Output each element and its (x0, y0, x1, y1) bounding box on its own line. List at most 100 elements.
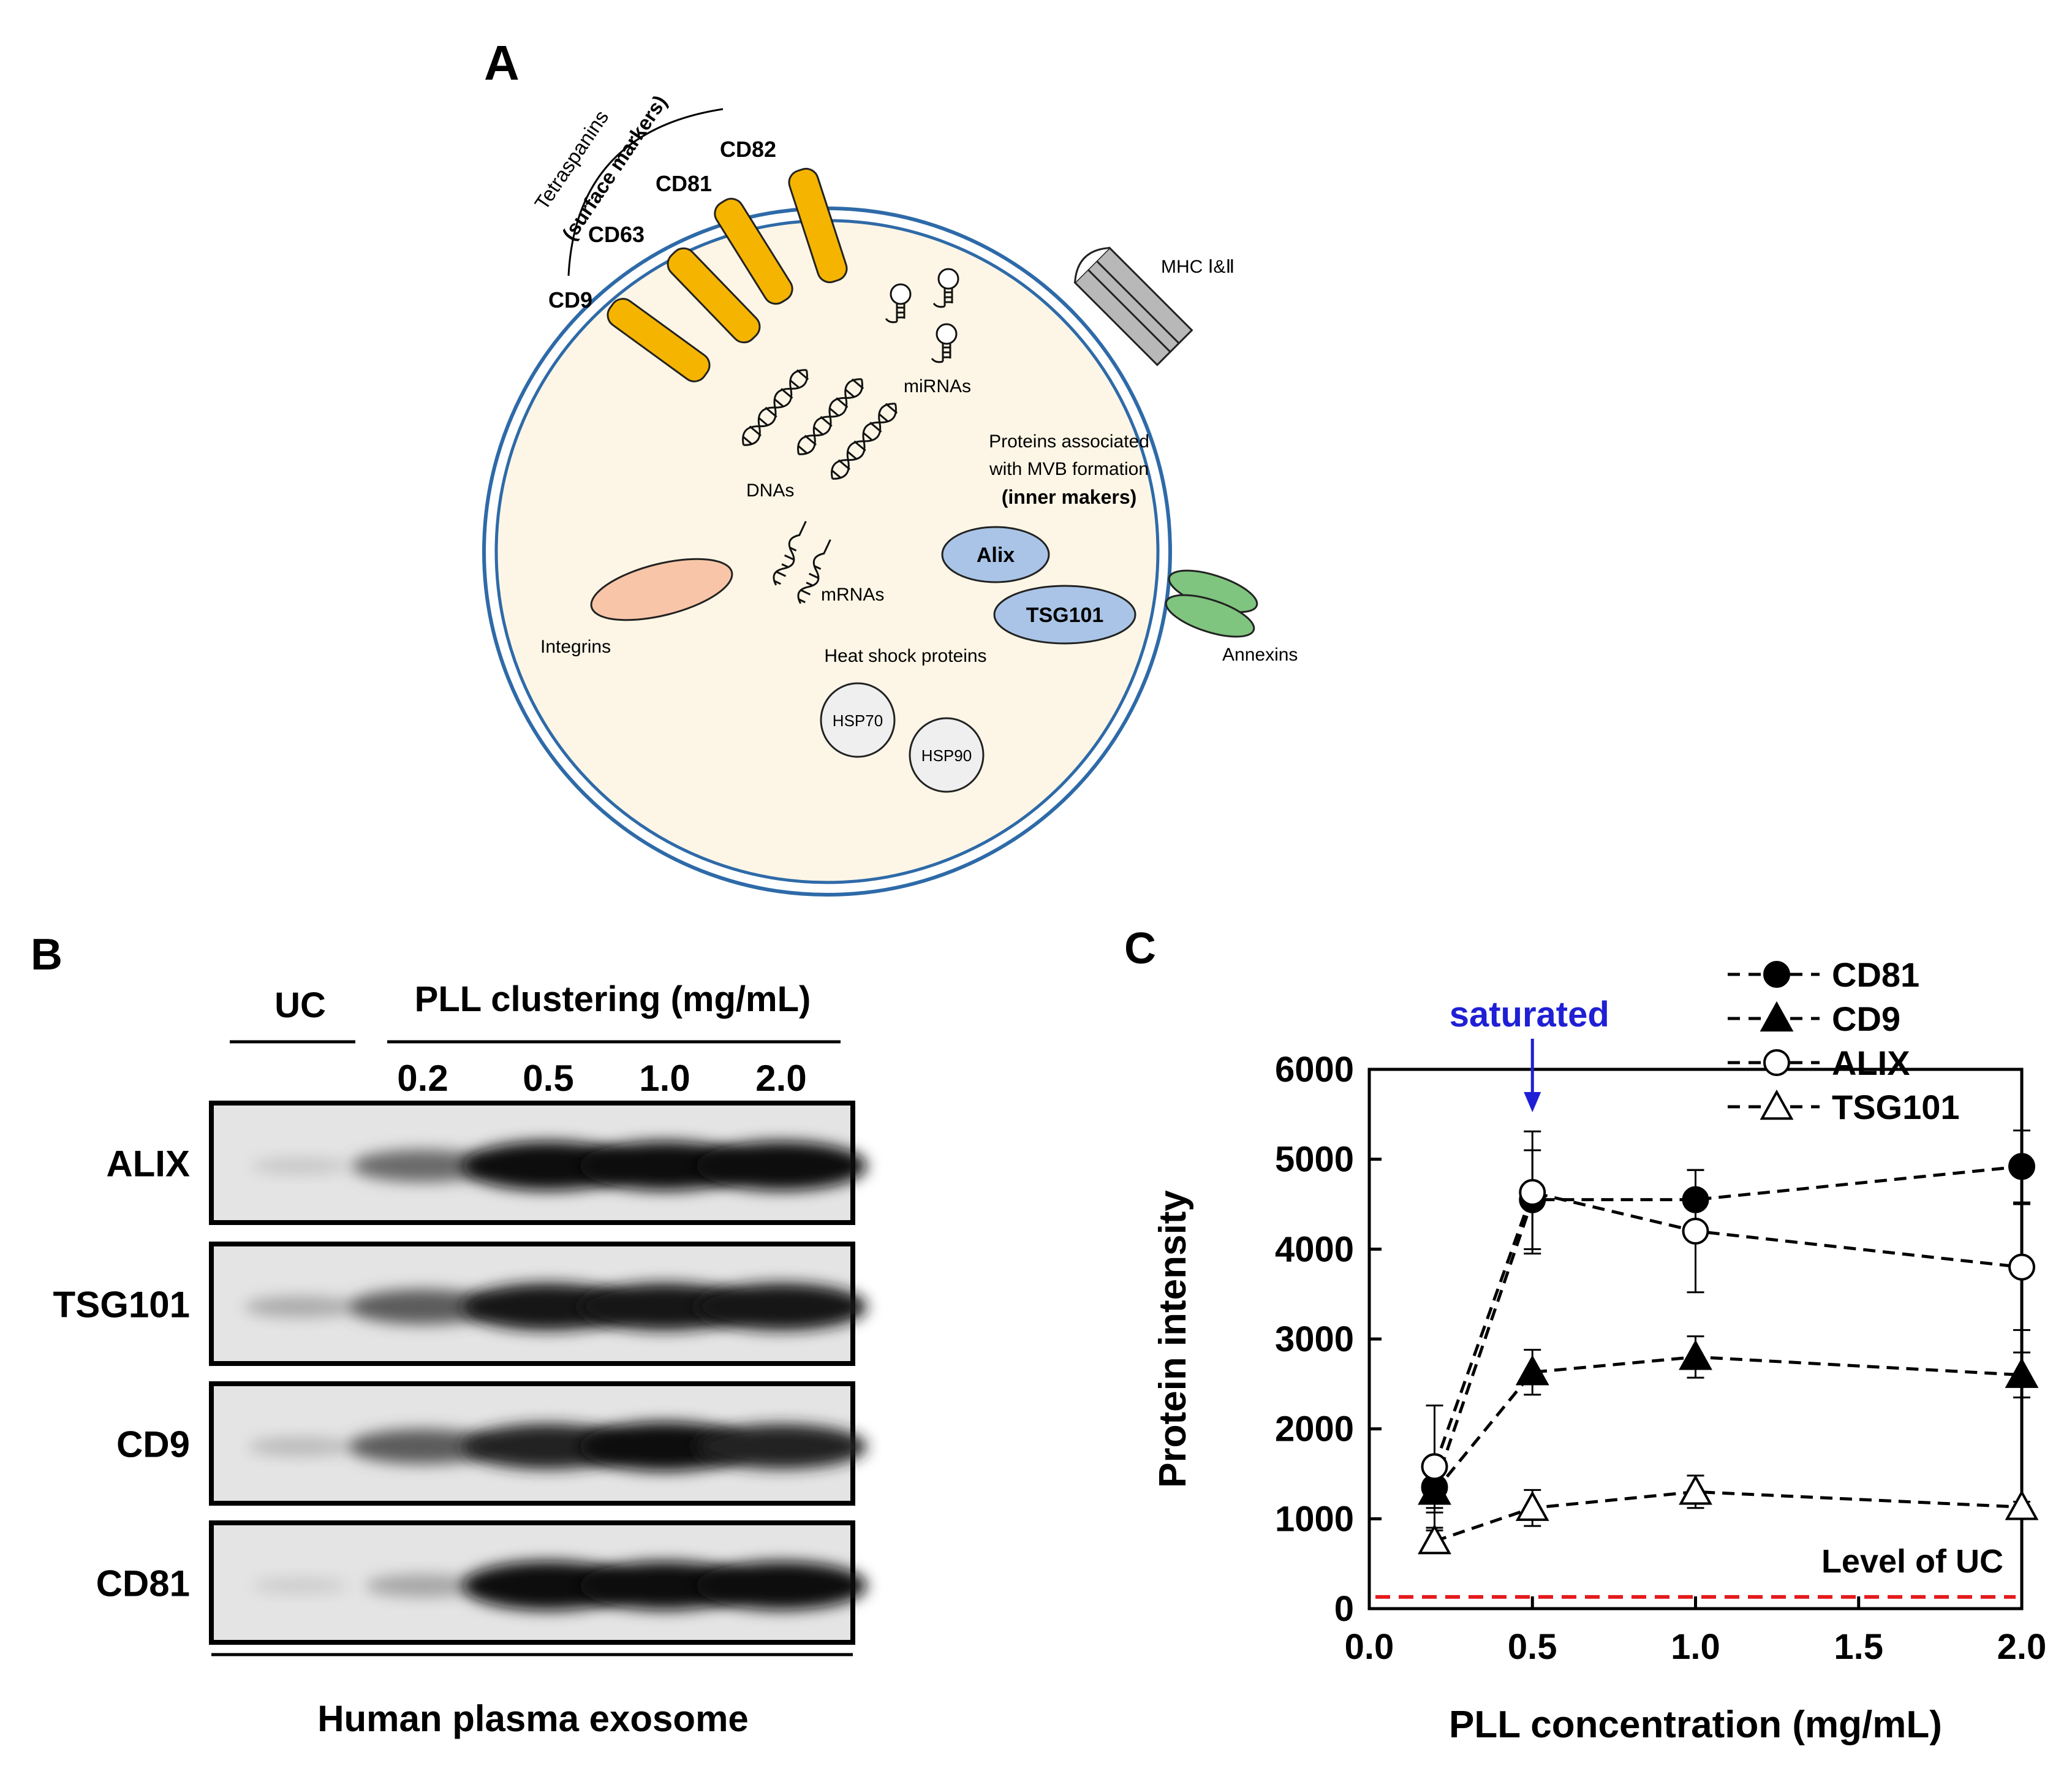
series-line (1433, 1355, 2022, 1493)
x-tick-label: 2.0 (1997, 1627, 2047, 1667)
mhc-protein (1073, 246, 1193, 366)
concentration-label: 0.2 (397, 1058, 448, 1099)
tsg101-protein (993, 585, 1136, 645)
cd9-label: CD9 (548, 287, 592, 313)
blot-row-label: ALIX (106, 1144, 190, 1185)
cd63-tetraspanin (667, 247, 761, 344)
blot-band (365, 1574, 480, 1597)
alix-label: Alix (977, 544, 1015, 567)
blot-band (695, 1283, 867, 1330)
data-point (1679, 1474, 1712, 1505)
y-tick-label: 3000 (1275, 1319, 1354, 1359)
blot-band (347, 1289, 498, 1325)
annexin-protein (1165, 569, 1258, 638)
x-axis-label: PLL concentration (mg/mL) (1449, 1704, 1942, 1746)
mirna-icon (885, 268, 959, 363)
legend-label: CD9 (1832, 1000, 1900, 1038)
cd9-tetraspanin (607, 298, 711, 382)
cd63-label: CD63 (588, 222, 645, 247)
series-cd9 (1418, 1335, 2039, 1514)
heat-shock-label: Heat shock proteins (824, 646, 986, 666)
legend-marker (1760, 1089, 1794, 1120)
data-point (1682, 1218, 1709, 1245)
blot-row: CD9 (116, 1381, 867, 1506)
blot-row: TSG101 (53, 1242, 867, 1366)
legend-marker (1763, 961, 1790, 988)
x-tick-label: 1.5 (1834, 1627, 1883, 1667)
data-point (1421, 1453, 1448, 1481)
legend-item: CD81 (1728, 955, 1919, 994)
tetraspanin-bracket (567, 108, 724, 276)
data-point (1418, 1523, 1451, 1555)
x-tick-label: 0.5 (1508, 1627, 1557, 1667)
blot-band (351, 1150, 494, 1182)
pll-header: PLL clustering (mg/mL) (415, 979, 811, 1019)
inner-makers-label: (inner makers) (1002, 486, 1137, 508)
mrna-icon (773, 520, 831, 604)
data-point (1679, 1340, 1712, 1370)
legend-marker (1760, 1001, 1794, 1032)
cd81-label: CD81 (656, 171, 712, 196)
data-point (1519, 1178, 1546, 1206)
y-tick-label: 5000 (1275, 1140, 1354, 1180)
hsp90-protein (909, 717, 985, 793)
alix-protein (941, 526, 1050, 583)
cd81-tetraspanin (714, 197, 793, 305)
panel-a: A Tetraspanins (surface markers) CD9 CD6… (482, 36, 1298, 897)
blot-band (695, 1561, 867, 1610)
legend-label: CD81 (1832, 955, 1919, 994)
series-tsg101 (1418, 1474, 2039, 1555)
mhc-label: MHC Ⅰ&Ⅱ (1161, 257, 1235, 277)
series-cd81 (1421, 1129, 2035, 1509)
saturated-arrowhead (1524, 1092, 1541, 1112)
data-point (2008, 1153, 2035, 1180)
vesicle-inner-membrane (494, 219, 1160, 884)
cd82-label: CD82 (720, 137, 776, 162)
series-line (1433, 1190, 2022, 1468)
legend-marker (1763, 1049, 1790, 1076)
panel-b-letter: B (31, 930, 62, 979)
legend-item: TSG101 (1728, 1088, 1960, 1126)
y-tick-label: 6000 (1275, 1050, 1354, 1090)
dna-icon (742, 369, 898, 480)
data-point (2005, 1490, 2039, 1520)
series-line (1433, 1164, 2022, 1488)
panel-a-letter: A (484, 36, 520, 90)
series-alix (1421, 1130, 2035, 1529)
concentration-label: 2.0 (755, 1058, 806, 1099)
blot-row: CD81 (96, 1520, 867, 1645)
y-tick-label: 0 (1334, 1589, 1354, 1629)
blot-band (579, 1422, 751, 1471)
blot-band (695, 1424, 867, 1469)
data-point (2008, 1253, 2035, 1281)
legend-label: ALIX (1832, 1044, 1910, 1082)
x-tick-label: 0.0 (1345, 1627, 1394, 1667)
proteins-line1: Proteins associated (989, 431, 1149, 452)
panel-c-letter: C (1124, 924, 1156, 973)
hsp90-label: HSP90 (921, 746, 972, 765)
cd82-tetraspanin (788, 167, 848, 284)
blot-band (695, 1141, 867, 1191)
legend-label: TSG101 (1832, 1088, 1960, 1126)
dnas-label: DNAs (746, 480, 794, 501)
integrin-protein (590, 558, 733, 621)
blot-row-label: TSG101 (53, 1284, 190, 1326)
tsg101-label: TSG101 (1026, 604, 1104, 627)
blot-band (244, 1296, 356, 1318)
panel-c: C Protein intensity PLL concentration (m… (1124, 924, 2046, 1746)
proteins-line2: with MVB formation (989, 459, 1149, 479)
blot-row-label: CD9 (116, 1424, 190, 1465)
x-tick-label: 1.0 (1671, 1627, 1720, 1667)
data-point (2005, 1357, 2039, 1388)
blot-row-label: CD81 (96, 1563, 190, 1604)
blot-band (248, 1437, 353, 1456)
mirnas-label: miRNAs (904, 376, 971, 396)
y-tick-label: 1000 (1275, 1499, 1354, 1539)
hsp70-protein (820, 682, 896, 758)
legend-item: CD9 (1728, 1000, 1900, 1038)
mrnas-label: mRNAs (821, 585, 884, 605)
